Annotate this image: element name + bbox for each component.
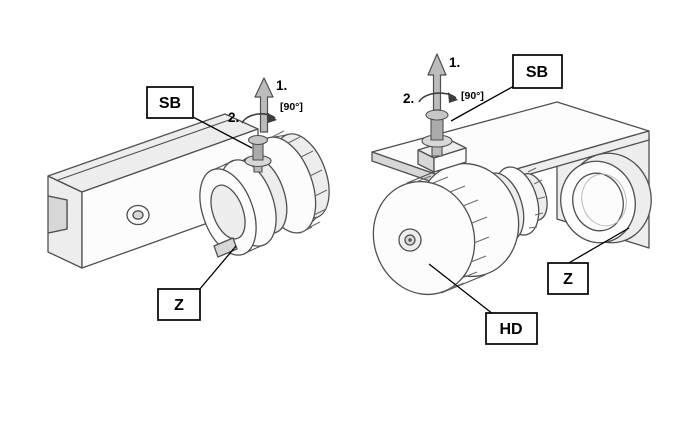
callout-label-z-left: Z [174, 297, 184, 314]
clamp-shell-bore-left [210, 184, 246, 240]
leader-line-sb-left [192, 116, 253, 149]
callout-label-sb-right: SB [526, 64, 548, 81]
angle-label-right: [90°] [461, 90, 484, 102]
callout-label-hd-right: HD [499, 321, 522, 338]
callout-box-sb-right [512, 54, 563, 89]
pull-arrow-right [427, 53, 447, 111]
ring-bore-right [572, 172, 624, 232]
locking-pin-left [244, 134, 272, 173]
leader-line-hd-right [428, 263, 494, 315]
leader-line-z-left [198, 245, 237, 291]
callout-box-z-right [547, 262, 589, 295]
step-1-label-right: 1. [449, 55, 460, 70]
leader-line-z-right [566, 227, 630, 265]
ribbed-ring-ticks-right [527, 167, 546, 229]
bracket-left [47, 113, 259, 269]
leader-line-sb-right [450, 85, 515, 122]
step-1-label-left: 1. [276, 78, 287, 93]
rotate-arrow-head-right [448, 92, 458, 103]
pin-cap-right [425, 109, 449, 121]
callout-box-z-left [157, 288, 201, 321]
figure-right-handwheel: 1. 2. [90°] SB Z HD [371, 53, 652, 345]
locking-pin-right [421, 109, 453, 157]
callout-box-sb-left [146, 86, 194, 119]
handwheel-face-right [372, 180, 476, 296]
handwheel-assembly-right [372, 162, 548, 296]
clamp-block-side-right [433, 147, 467, 173]
figure-left-clamp: 1. 2. [90°] SB Z [47, 77, 330, 321]
clamp-slot-left [213, 237, 238, 258]
hub-center-right [408, 238, 412, 242]
mounting-hole-left-socket [132, 210, 144, 220]
callout-box-hd-right [485, 312, 538, 345]
callout-label-sb-left: SB [159, 95, 181, 112]
step-2-label-left: 2. [228, 110, 239, 125]
bracket-left-lip-edge [57, 118, 233, 181]
pin-cap-left [247, 134, 269, 146]
pull-arrow-left [254, 77, 274, 133]
angle-label-left: [90°] [280, 101, 303, 113]
ring-bore-depth-right [581, 173, 627, 227]
rotate-arrow-head-left [267, 112, 277, 123]
callout-label-z-right: Z [563, 271, 573, 288]
bracket-left-channel-opening [47, 195, 68, 234]
step-2-label-right: 2. [403, 91, 414, 106]
knurl-ribs-left [271, 130, 328, 234]
